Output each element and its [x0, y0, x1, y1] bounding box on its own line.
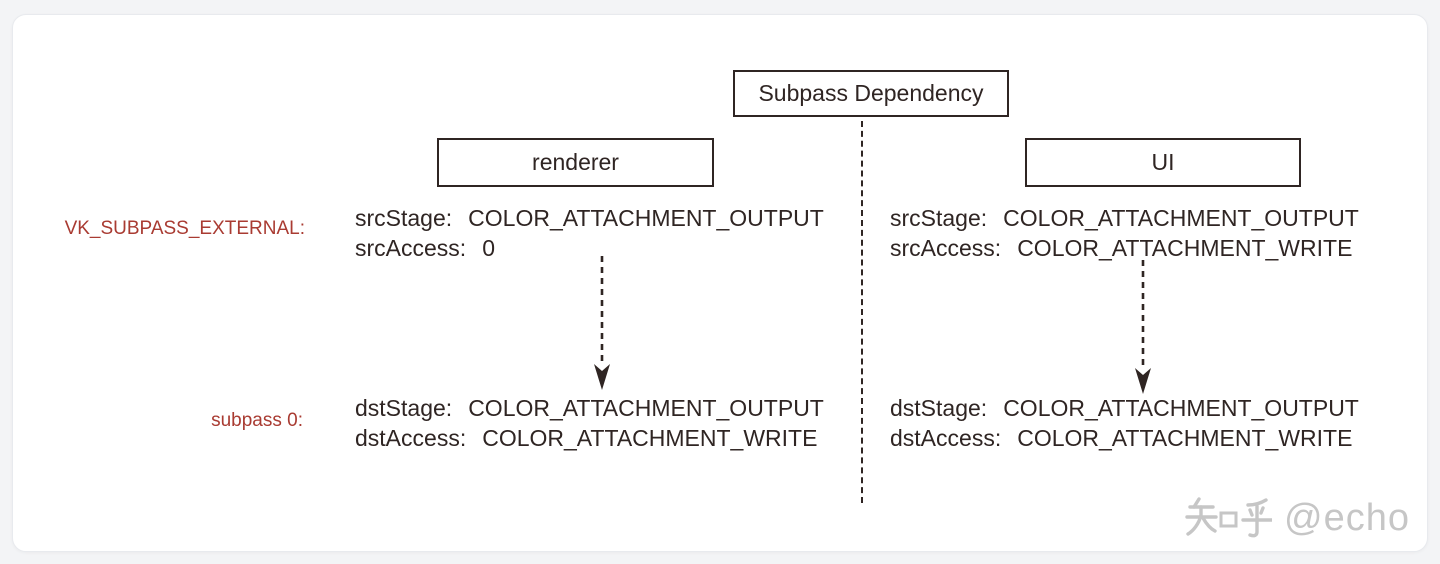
src-stage-label: srcStage:: [890, 205, 988, 231]
dst-access-value: COLOR_ATTACHMENT_WRITE: [482, 425, 818, 451]
ui-dst-access-line: dstAccess: COLOR_ATTACHMENT_WRITE: [890, 423, 1359, 453]
dst-stage-label: dstStage:: [355, 395, 453, 421]
renderer-dst-access-line: dstAccess: COLOR_ATTACHMENT_WRITE: [355, 423, 824, 453]
dst-stage-label: dstStage:: [890, 395, 988, 421]
renderer-src-access-line: srcAccess: 0: [355, 233, 824, 263]
dst-access-value: COLOR_ATTACHMENT_WRITE: [1017, 425, 1353, 451]
src-stage-label: srcStage:: [355, 205, 453, 231]
src-access-label: srcAccess:: [355, 235, 467, 261]
ui-dst-block: dstStage: COLOR_ATTACHMENT_OUTPUT dstAcce…: [890, 393, 1359, 453]
renderer-dst-stage-line: dstStage: COLOR_ATTACHMENT_OUTPUT: [355, 393, 824, 423]
src-access-value: COLOR_ATTACHMENT_WRITE: [1017, 235, 1353, 261]
ui-src-access-line: srcAccess: COLOR_ATTACHMENT_WRITE: [890, 233, 1359, 263]
src-stage-value: COLOR_ATTACHMENT_OUTPUT: [468, 205, 824, 231]
subpass-dependency-title: Subpass Dependency: [758, 80, 984, 106]
ui-src-block: srcStage: COLOR_ATTACHMENT_OUTPUT srcAcce…: [890, 203, 1359, 263]
zhihu-logo: [1185, 497, 1273, 538]
renderer-src-stage-line: srcStage: COLOR_ATTACHMENT_OUTPUT: [355, 203, 824, 233]
row-label-vk-subpass-external: VK_SUBPASS_EXTERNAL:: [64, 218, 305, 239]
watermark: @echo: [1184, 496, 1410, 538]
src-access-label: srcAccess:: [890, 235, 1002, 261]
subpass-dependency-title-box: Subpass Dependency: [733, 70, 1009, 117]
ui-src-stage-line: srcStage: COLOR_ATTACHMENT_OUTPUT: [890, 203, 1359, 233]
ui-dependency-arrow-icon: [1135, 260, 1151, 394]
diagram-card: [12, 14, 1428, 552]
center-dashed-divider: [861, 121, 863, 503]
renderer-dependency-arrow-icon: [594, 256, 610, 390]
row-label-subpass-0: subpass 0:: [211, 410, 303, 431]
ui-header-label: UI: [1151, 149, 1175, 175]
renderer-header-box: renderer: [437, 138, 714, 187]
dst-access-label: dstAccess:: [355, 425, 467, 451]
renderer-dst-block: dstStage: COLOR_ATTACHMENT_OUTPUT dstAcce…: [355, 393, 824, 453]
dst-stage-value: COLOR_ATTACHMENT_OUTPUT: [468, 395, 824, 421]
src-access-value: 0: [482, 235, 495, 261]
renderer-src-block: srcStage: COLOR_ATTACHMENT_OUTPUT srcAcce…: [355, 203, 824, 263]
ui-dst-stage-line: dstStage: COLOR_ATTACHMENT_OUTPUT: [890, 393, 1359, 423]
ui-header-box: UI: [1025, 138, 1301, 187]
watermark-handle: @echo: [1284, 497, 1410, 539]
renderer-header-label: renderer: [532, 149, 619, 175]
dst-stage-value: COLOR_ATTACHMENT_OUTPUT: [1003, 395, 1359, 421]
src-stage-value: COLOR_ATTACHMENT_OUTPUT: [1003, 205, 1359, 231]
dst-access-label: dstAccess:: [890, 425, 1002, 451]
